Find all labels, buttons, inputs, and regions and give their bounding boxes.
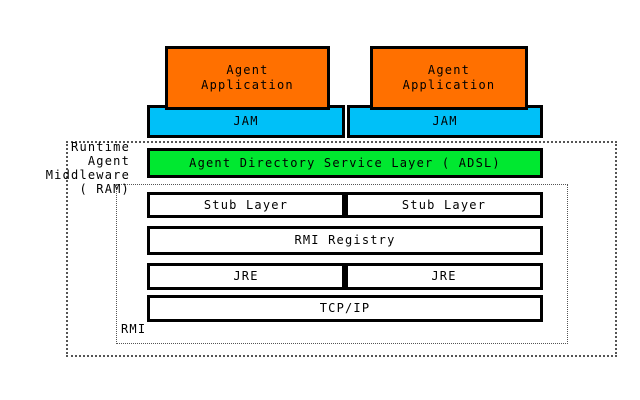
agent-application-right: Agent Application [370,46,528,110]
rmi-registry: RMI Registry [147,226,543,255]
rmi-group-boundary [116,184,568,344]
jre-left: JRE [147,263,345,290]
agent-directory-service-layer: Agent Directory Service Layer ( ADSL) [147,148,543,178]
ram-group-label: Runtime Agent Middleware ( RAM) [45,140,130,196]
ram-group-boundary [66,141,617,357]
jre-right: JRE [345,263,543,290]
stub-layer-right: Stub Layer [345,192,543,218]
rmi-group-label: RMI [121,322,147,336]
agent-application-left: Agent Application [165,46,330,110]
tcpip-layer: TCP/IP [147,295,543,322]
stub-layer-left: Stub Layer [147,192,345,218]
